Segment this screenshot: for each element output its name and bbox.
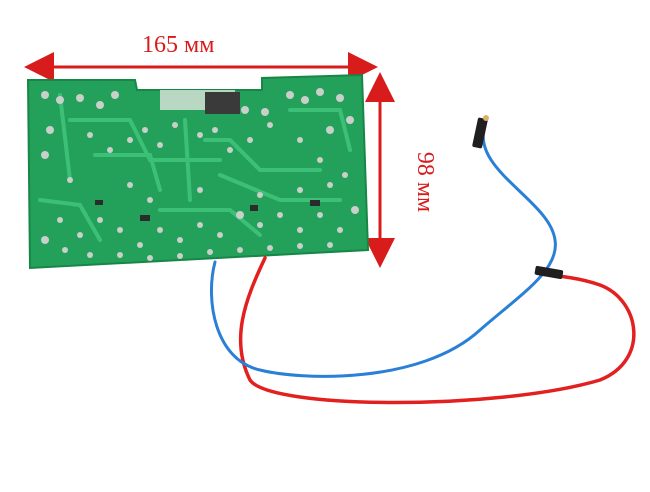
connector-top <box>472 117 488 149</box>
height-dimension-label: 98 мм <box>412 151 438 213</box>
smd-components <box>95 200 320 221</box>
red-wire <box>238 256 636 405</box>
blue-wire <box>209 123 557 378</box>
connector-bottom <box>534 265 564 280</box>
pcb-board <box>26 73 370 270</box>
solder-pads <box>41 88 359 261</box>
width-dimension-label: 165 мм <box>142 32 215 58</box>
connector-top-tip <box>483 115 489 121</box>
heatsink <box>205 92 240 114</box>
